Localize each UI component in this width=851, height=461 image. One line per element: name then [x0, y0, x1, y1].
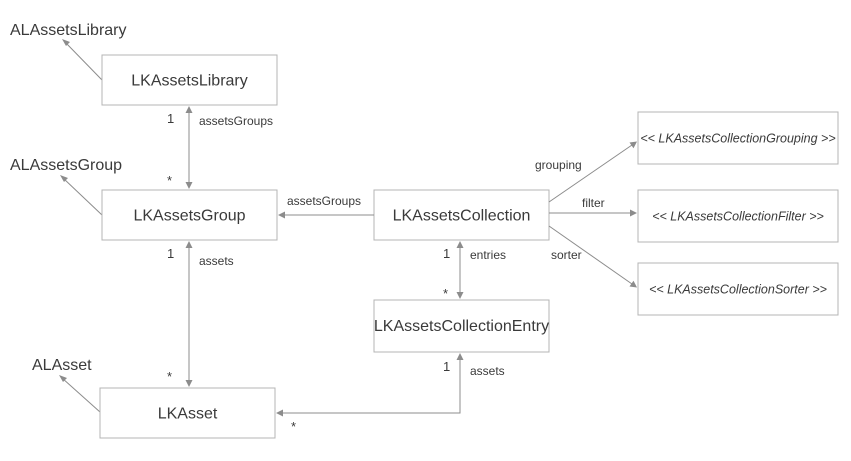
- ext-link-group-arrow: [60, 175, 68, 182]
- class-lk-assets-library-label: LKAssetsLibrary: [131, 73, 248, 90]
- protocol-sorter-label: << LKAssetsCollectionSorter >>: [649, 283, 827, 297]
- relation-library-groups-arrow-up: [185, 106, 193, 113]
- class-lk-assets-group-label: LKAssetsGroup: [133, 208, 245, 225]
- protocol-filter-label: << LKAssetsCollectionFilter >>: [652, 210, 824, 224]
- external-alassets-group: ALAssetsGroup: [10, 157, 122, 174]
- protocol-grouping-label: << LKAssetsCollectionGrouping >>: [640, 132, 835, 146]
- relation-filter-arrow: [630, 209, 637, 217]
- relation-filter-label: filter: [582, 196, 605, 210]
- relation-entry-assets-arrow-left: [276, 409, 283, 417]
- relation-group-assets-label: assets: [199, 254, 234, 268]
- relation-library-groups-arrow-down: [185, 182, 193, 189]
- class-lk-asset: LKAsset: [99, 387, 276, 439]
- relation-library-groups-label: assetsGroups: [199, 114, 273, 128]
- relation-filter: filter: [549, 196, 637, 217]
- relation-group-assets-arrow-up: [185, 241, 193, 248]
- relation-group-assets-mult-target: *: [167, 369, 172, 384]
- relation-group-assets: 1 assets *: [167, 241, 234, 387]
- relation-collection-entries: 1 entries *: [443, 241, 506, 301]
- relation-sorter-arrow: [629, 280, 637, 288]
- relation-entry-assets-label: assets: [470, 364, 505, 378]
- relation-grouping-arrow: [629, 141, 637, 149]
- relation-collection-groups-label: assetsGroups: [287, 194, 361, 208]
- class-lk-assets-collection-label: LKAssetsCollection: [393, 208, 531, 225]
- relation-collection-groups-arrow: [278, 211, 285, 219]
- relation-group-assets-mult-source: 1: [167, 246, 174, 261]
- relation-collection-groups: assetsGroups: [278, 194, 374, 219]
- relation-grouping: grouping: [535, 141, 637, 203]
- protocol-sorter: << LKAssetsCollectionSorter >>: [637, 262, 839, 316]
- protocol-filter: << LKAssetsCollectionFilter >>: [637, 189, 839, 243]
- class-lk-assets-library: LKAssetsLibrary: [101, 54, 278, 106]
- relation-collection-entries-label: entries: [470, 248, 506, 262]
- relation-library-groups-mult-source: 1: [167, 111, 174, 126]
- relation-collection-entries-arrow-up: [456, 241, 464, 248]
- relation-group-assets-arrow-down: [185, 380, 193, 387]
- relation-collection-entries-arrow-down: [456, 292, 464, 299]
- class-lk-assets-collection-entry: LKAssetsCollectionEntry: [373, 299, 550, 353]
- ext-link-library: [64, 41, 103, 81]
- relation-library-groups-mult-target: *: [167, 173, 172, 188]
- class-lk-assets-collection: LKAssetsCollection: [373, 189, 550, 241]
- relation-collection-entries-mult-source: 1: [443, 246, 450, 261]
- ext-link-library-arrow: [62, 39, 70, 46]
- relation-entry-assets: 1 assets *: [276, 353, 505, 434]
- ext-link-group: [62, 177, 103, 216]
- relation-sorter-label: sorter: [551, 248, 582, 262]
- class-lk-assets-collection-entry-label: LKAssetsCollectionEntry: [374, 318, 549, 335]
- relation-library-groups: 1 assetsGroups *: [167, 106, 273, 189]
- ext-link-asset: [61, 377, 101, 413]
- protocol-grouping: << LKAssetsCollectionGrouping >>: [637, 111, 839, 165]
- relation-entry-assets-arrow-up: [456, 353, 464, 360]
- relation-entry-assets-mult-source: 1: [443, 359, 450, 374]
- external-alasset: ALAsset: [32, 357, 92, 374]
- relation-grouping-label: grouping: [535, 158, 582, 172]
- relation-sorter: sorter: [548, 225, 637, 288]
- relation-collection-entries-mult-target: *: [443, 286, 448, 301]
- relation-entry-assets-mult-target: *: [291, 419, 296, 434]
- class-lk-asset-label: LKAsset: [158, 406, 218, 423]
- ext-link-asset-arrow: [59, 375, 67, 382]
- external-alassets-library: ALAssetsLibrary: [10, 22, 127, 39]
- class-lk-assets-group: LKAssetsGroup: [101, 189, 278, 241]
